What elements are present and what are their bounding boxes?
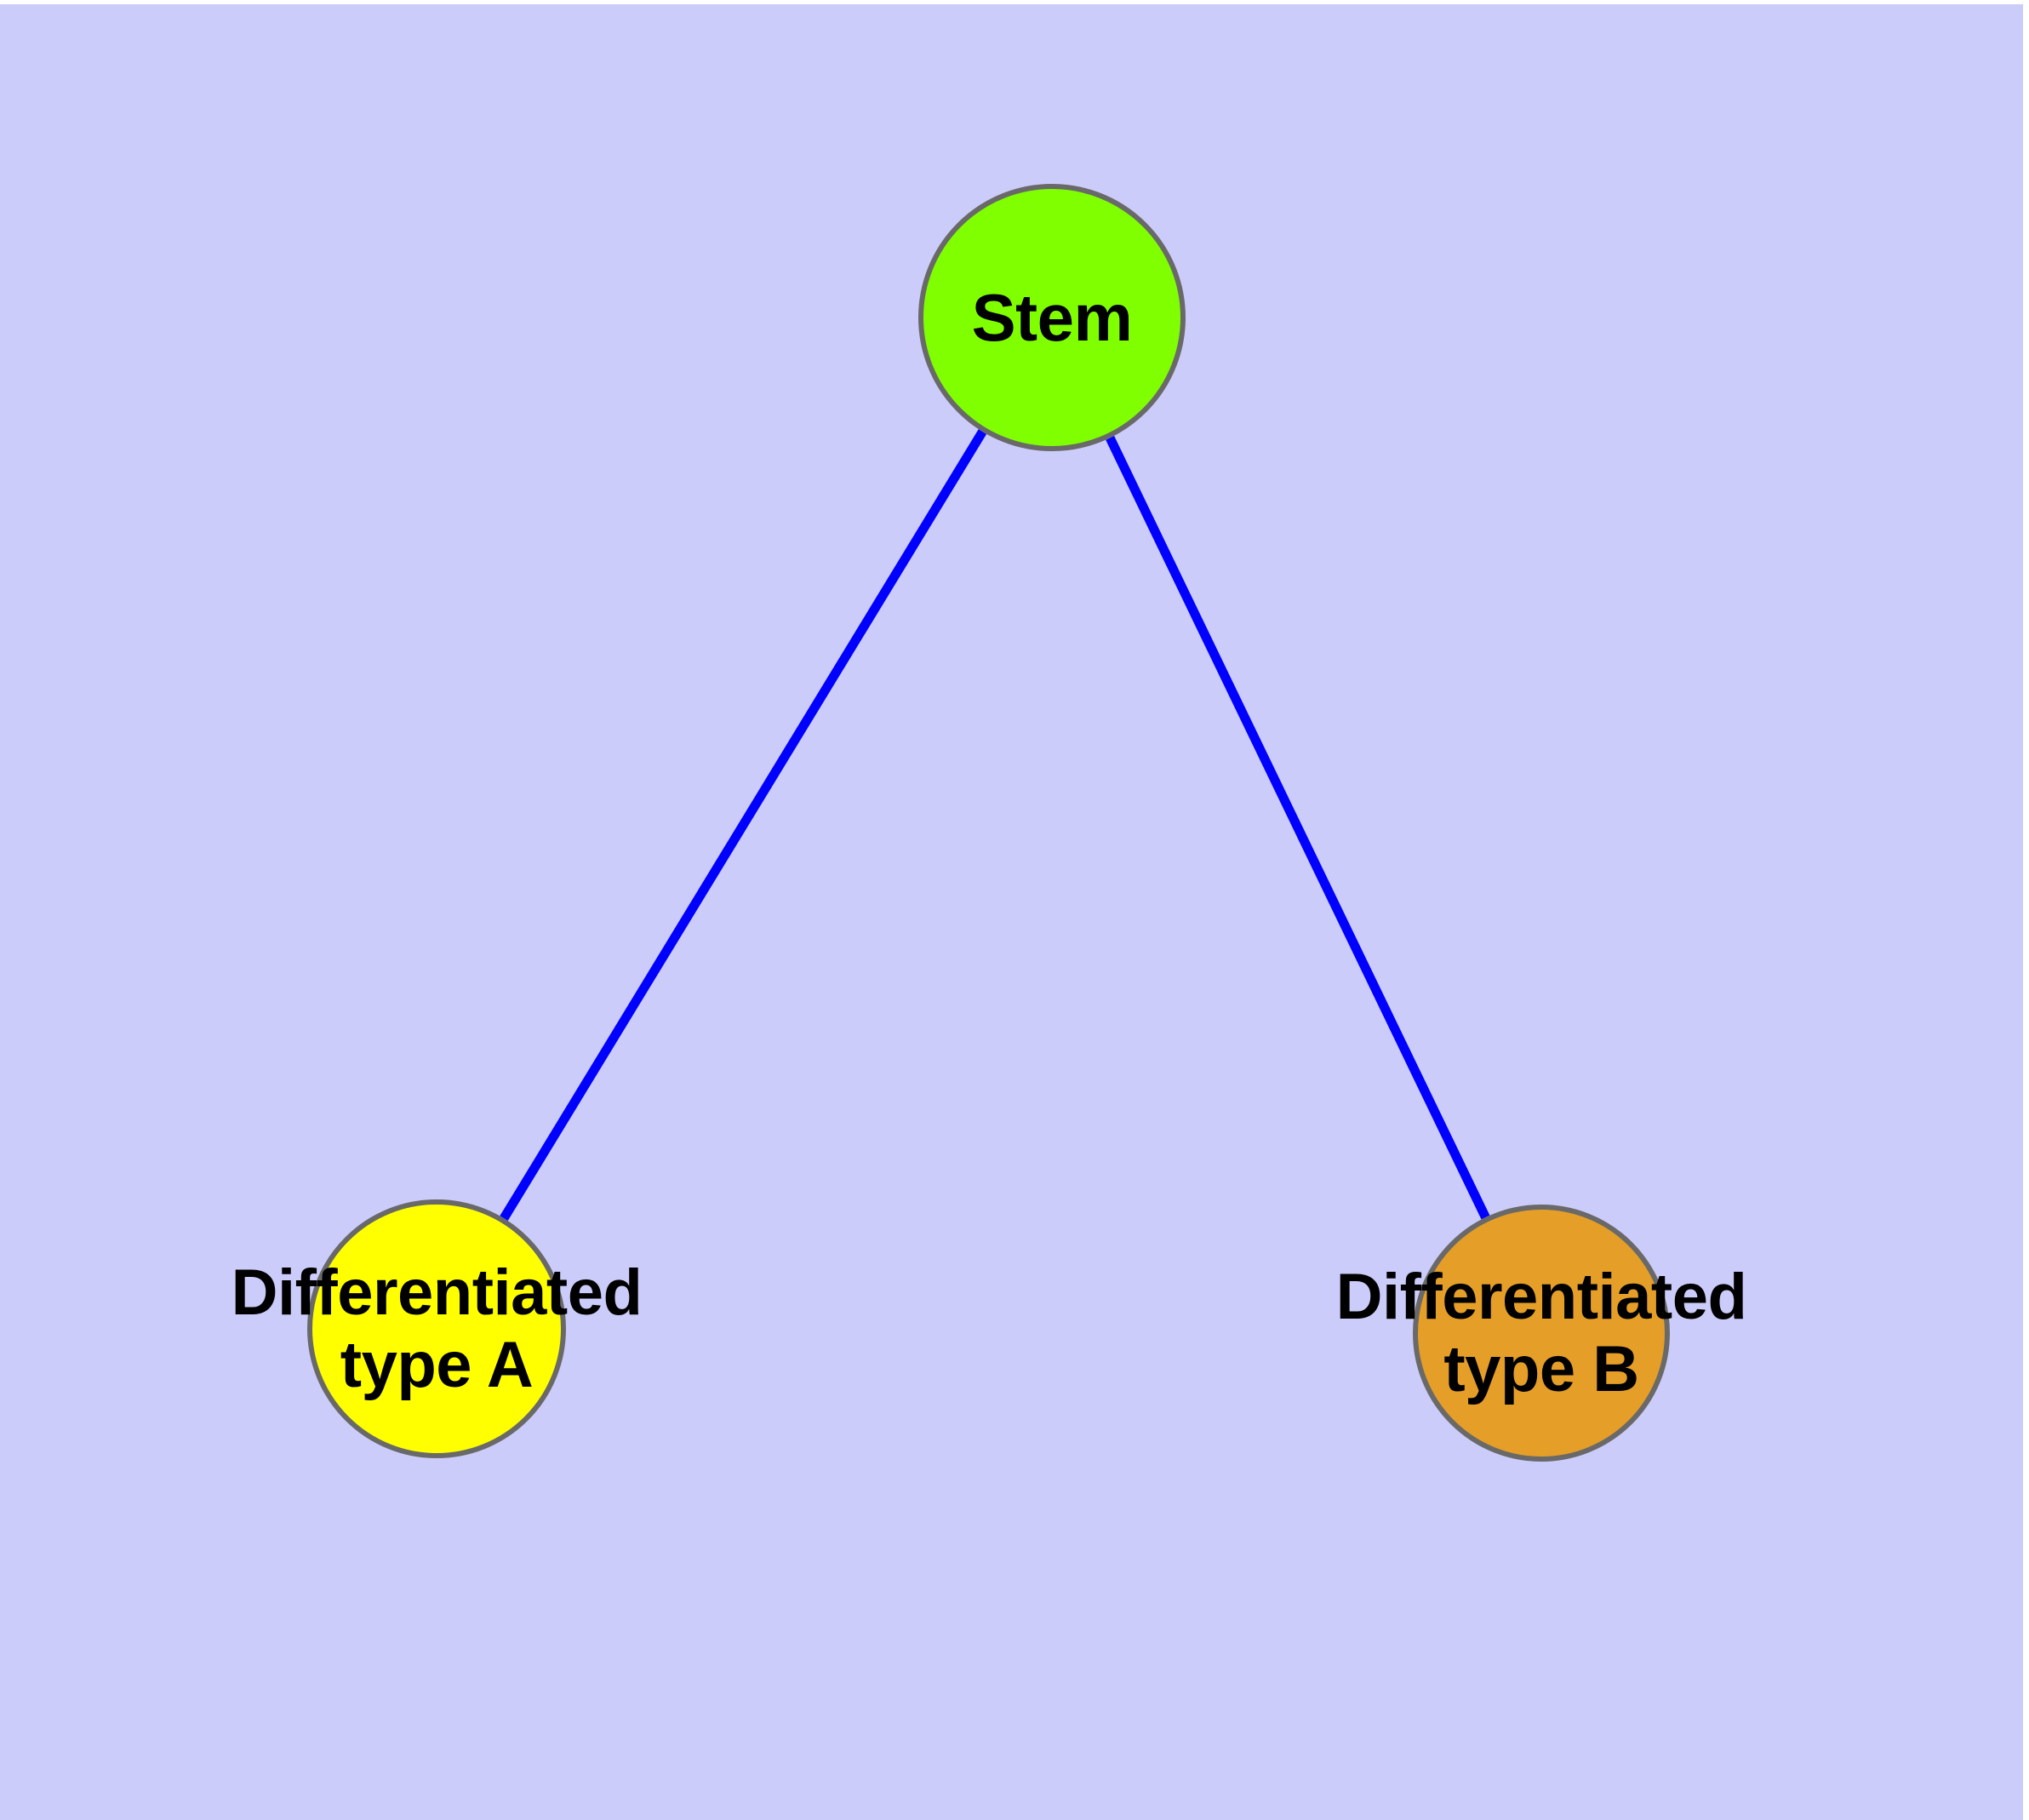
node-differentiated-type-b[interactable] <box>1413 1205 1670 1462</box>
node-differentiated-type-a[interactable] <box>307 1199 566 1458</box>
node-group <box>307 184 1670 1462</box>
edge-stem-diff-a[interactable] <box>500 429 987 1222</box>
edge-stem-diff-b[interactable] <box>1106 436 1490 1220</box>
node-stem[interactable] <box>918 184 1186 451</box>
edge-group <box>500 429 1490 1222</box>
